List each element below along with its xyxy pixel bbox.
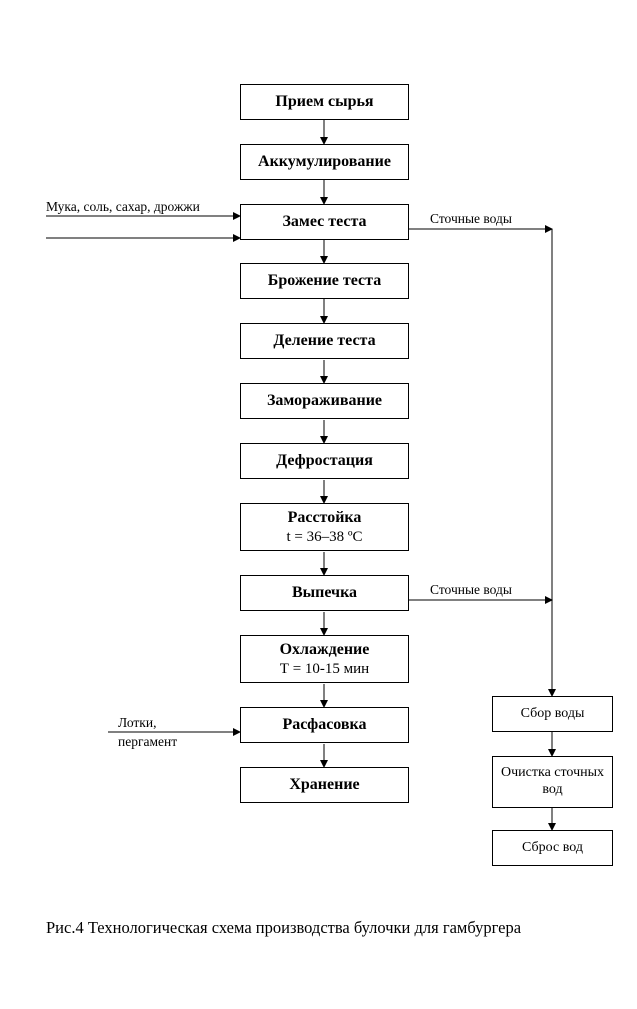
water-step-collection: Сбор воды (492, 696, 613, 732)
step-fermentation: Брожение теста (240, 263, 409, 299)
input-label-ingredients: Мука, соль, сахар, дрожжи (46, 199, 200, 214)
step-storage: Хранение (240, 767, 409, 803)
step-title: Расстойка (287, 509, 362, 527)
input-label-packing-line2: пергамент (118, 734, 178, 749)
step-title: Замораживание (266, 392, 383, 410)
water-step-discharge: Сброс вод (492, 830, 613, 866)
step-title: Прием сырья (275, 93, 374, 111)
step-title: Расфасовка (282, 716, 367, 734)
step-subtitle: t = 36–38 ºС (286, 528, 363, 545)
water-step-title: Очистка сточных вод (501, 765, 605, 797)
water-step-title: Сбор воды (520, 705, 585, 721)
step-title: Брожение теста (267, 272, 382, 290)
wastewater-label-baking: Сточные воды (430, 582, 512, 597)
step-freezing: Замораживание (240, 383, 409, 419)
step-defrosting: Дефростация (240, 443, 409, 479)
step-title: Деление теста (273, 332, 376, 350)
step-title: Замес теста (282, 213, 367, 231)
step-packing: Расфасовка (240, 707, 409, 743)
step-title: Дефростация (276, 452, 373, 470)
step-title: Аккумулирование (258, 153, 391, 171)
step-proofing: Расстойка t = 36–38 ºС (240, 503, 409, 551)
step-kneading: Замес теста (240, 204, 409, 240)
step-dividing: Деление теста (240, 323, 409, 359)
step-baking: Выпечка (240, 575, 409, 611)
step-accumulation: Аккумулирование (240, 144, 409, 180)
step-title: Выпечка (291, 584, 358, 602)
step-title: Охлаждение (279, 641, 370, 659)
step-receiving: Прием сырья (240, 84, 409, 120)
wastewater-label-kneading: Сточные воды (430, 211, 512, 226)
water-step-treatment: Очистка сточных вод (492, 756, 613, 808)
input-label-packing-line1: Лотки, (118, 715, 157, 730)
figure-caption: Рис.4 Технологическая схема производства… (46, 918, 522, 937)
step-cooling: Охлаждение Т = 10-15 мин (240, 635, 409, 683)
step-title: Хранение (289, 776, 360, 794)
water-step-title: Сброс вод (522, 839, 583, 855)
step-subtitle: Т = 10-15 мин (279, 660, 370, 677)
